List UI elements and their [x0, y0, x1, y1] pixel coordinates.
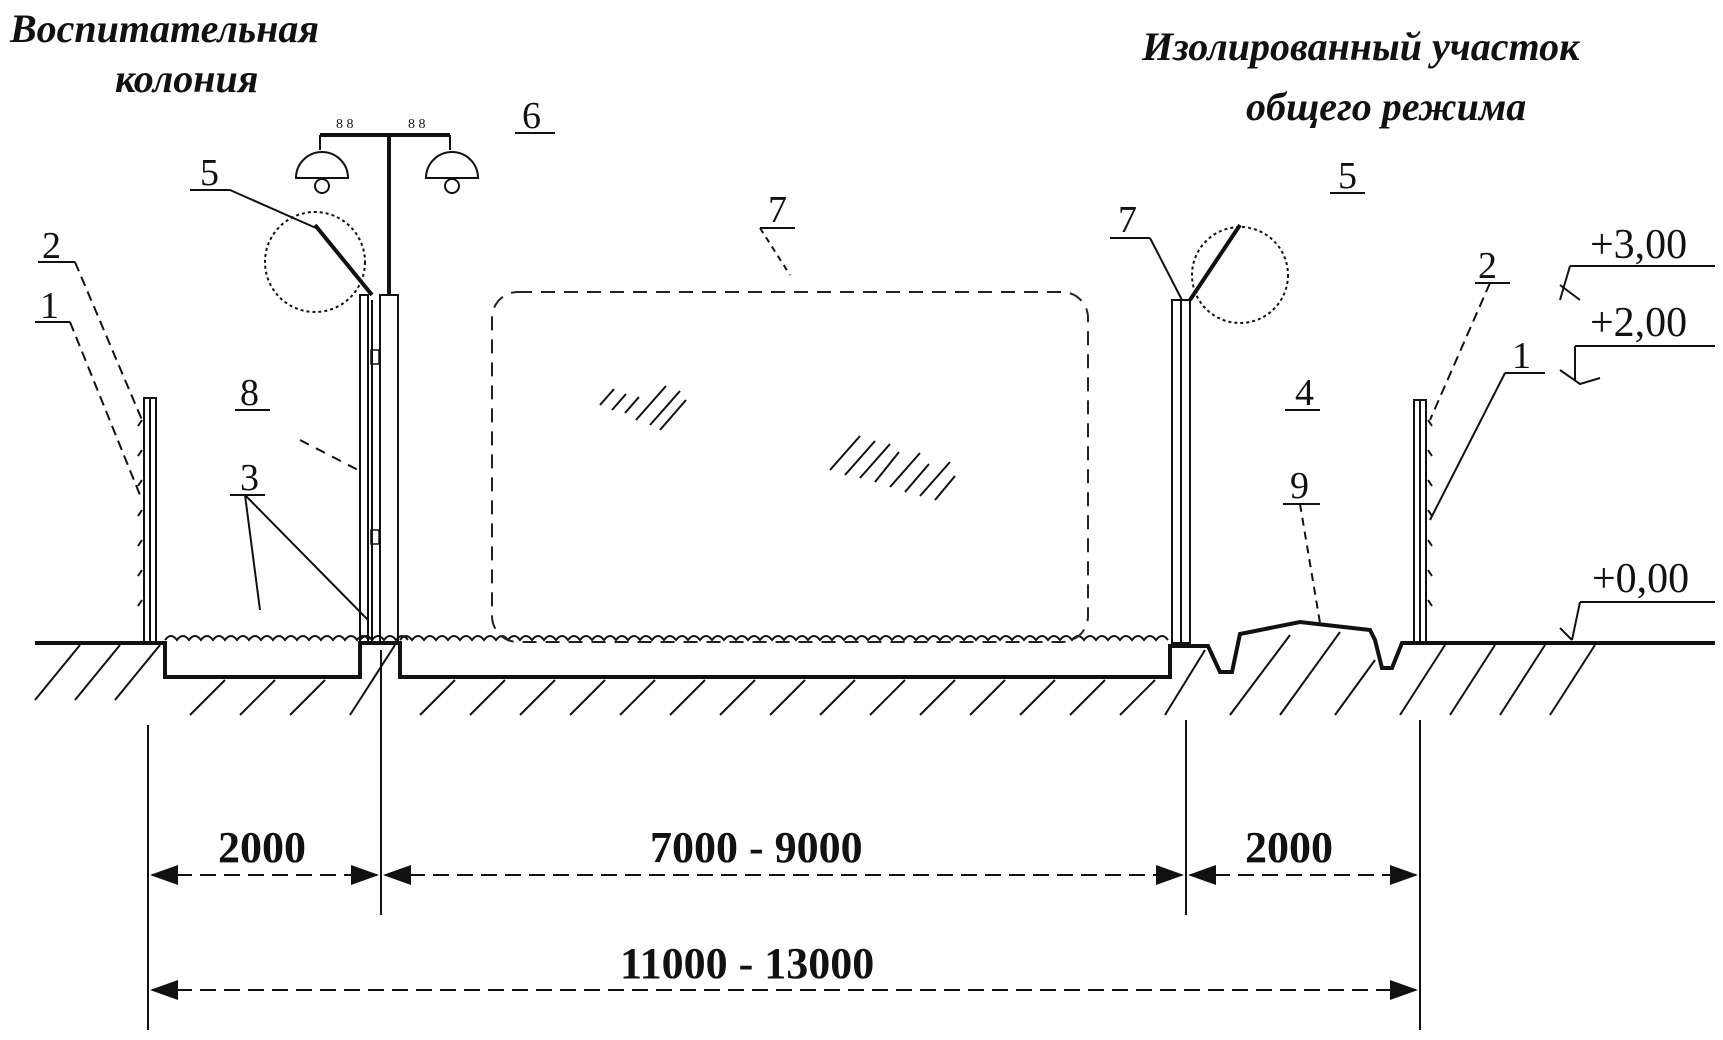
svg-text:2000: 2000 [218, 823, 306, 872]
left-outer-fence [137, 397, 157, 644]
vehicle-clearance-outline [491, 291, 1089, 643]
level-mark-top: +3,00 [1559, 222, 1715, 301]
callout-4: 4 [1285, 372, 1320, 414]
callout-6: 6 [515, 95, 555, 137]
title-left-line2: колония [115, 56, 258, 101]
right-inner-fence [1171, 299, 1191, 644]
svg-text:11000 - 13000: 11000 - 13000 [620, 939, 874, 988]
title-right-line2: общего режима [1246, 84, 1526, 129]
svg-text:5: 5 [200, 152, 219, 194]
callout-2-right: 2 [1429, 245, 1510, 421]
dimension-right-2000: 2000 [1188, 823, 1418, 885]
svg-text:2: 2 [42, 225, 61, 267]
svg-text:2000: 2000 [1245, 823, 1333, 872]
dimension-extension-lines [147, 650, 1421, 1030]
callout-1-right: 1 [1429, 335, 1545, 521]
svg-text:+3,00: +3,00 [1590, 222, 1687, 268]
svg-text:8 8: 8 8 [408, 117, 426, 132]
svg-text:4: 4 [1295, 372, 1314, 414]
svg-text:6: 6 [522, 95, 541, 137]
svg-text:8: 8 [240, 372, 259, 414]
svg-text:7: 7 [1118, 199, 1137, 241]
svg-text:1: 1 [40, 285, 59, 327]
svg-text:+0,00: +0,00 [1592, 556, 1689, 602]
callout-7-top: 7 [759, 189, 795, 276]
level-mark-ground: +0,00 [1559, 556, 1715, 641]
dimension-total-11000-13000: 11000 - 13000 [150, 939, 1418, 1000]
title-left-line1: Воспитательная [9, 6, 319, 51]
dimension-middle-7000-9000: 7000 - 9000 [383, 823, 1184, 885]
svg-text:7000 - 9000: 7000 - 9000 [650, 823, 863, 872]
ground-hatching [34, 631, 1596, 716]
callout-5-left: 5 [190, 152, 317, 229]
title-right-line1: Изолированный участок [1141, 24, 1581, 69]
trench-fill-wave [164, 635, 1169, 642]
right-barbed-wire-coil [1188, 223, 1289, 324]
callout-7-right: 7 [1110, 199, 1183, 301]
callout-3: 3 [230, 457, 369, 621]
callout-1-left: 1 [35, 285, 143, 501]
dimension-left-2000: 2000 [150, 823, 379, 885]
svg-text:3: 3 [240, 457, 259, 499]
svg-text:9: 9 [1290, 465, 1309, 507]
callout-8: 8 [235, 372, 359, 471]
svg-text:8 8: 8 8 [336, 117, 354, 132]
ground-profile [35, 619, 1715, 679]
left-barbed-wire-coil [264, 211, 374, 313]
callout-9: 9 [1283, 465, 1321, 624]
lamp-post: 8 8 8 8 [294, 117, 480, 295]
svg-text:7: 7 [768, 189, 787, 231]
callout-2-left: 2 [38, 225, 143, 421]
svg-text:2: 2 [1478, 245, 1497, 287]
left-inner-fence [359, 294, 399, 644]
svg-text:+2,00: +2,00 [1590, 300, 1687, 346]
level-mark-mid: +2,00 [1559, 300, 1715, 386]
svg-text:5: 5 [1338, 155, 1357, 197]
callout-5-right: 5 [1330, 155, 1365, 197]
right-outer-fence [1413, 399, 1433, 644]
svg-text:1: 1 [1512, 335, 1531, 377]
